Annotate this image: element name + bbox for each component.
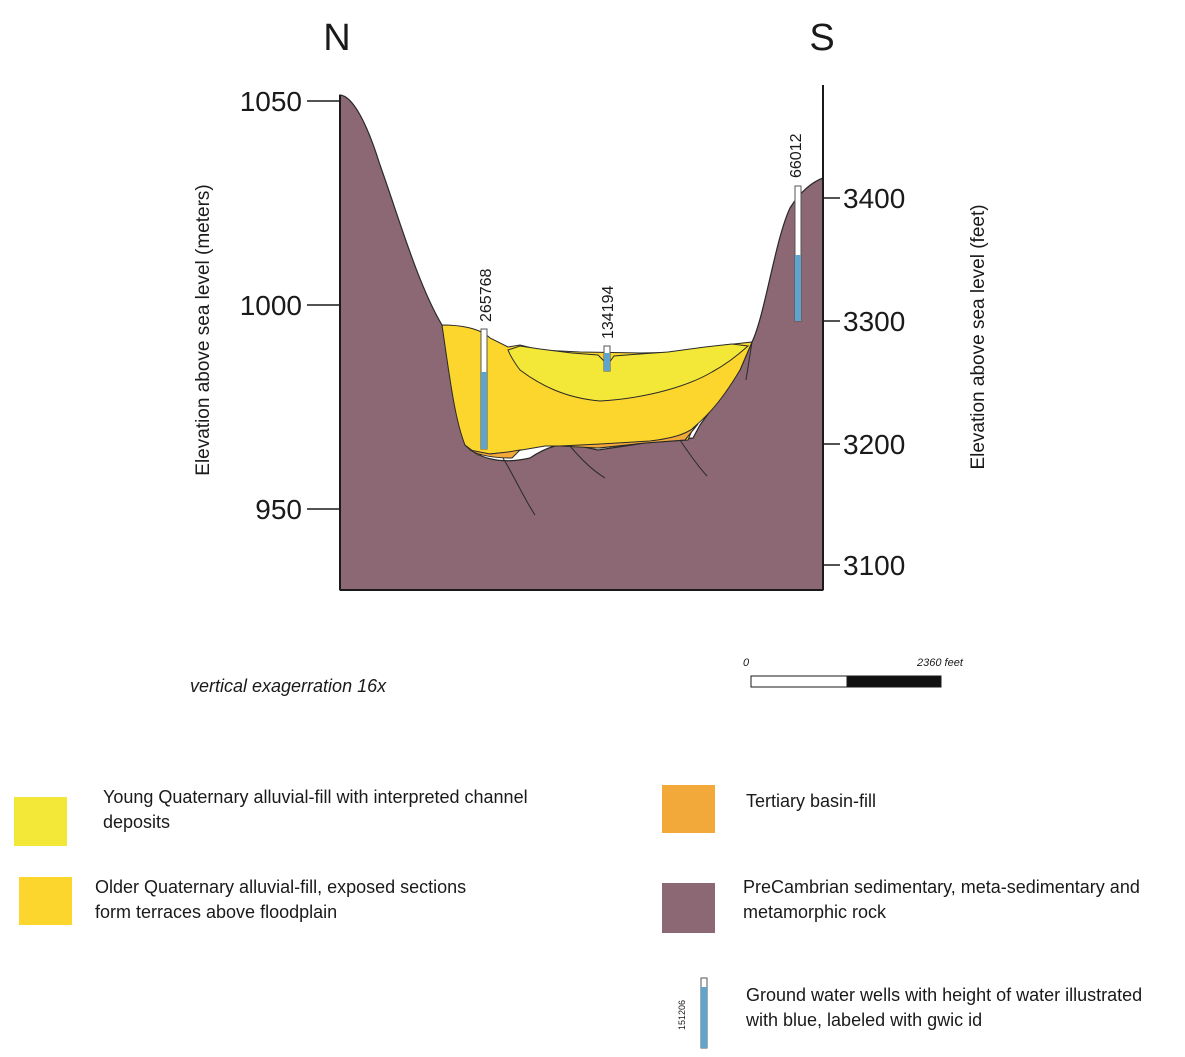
well-water <box>604 353 610 371</box>
right-tick-label-3200: 3200 <box>843 429 905 460</box>
legend-label-young-quaternary: Young Quaternary alluvial-fill with inte… <box>103 787 528 832</box>
north-label: N <box>323 17 350 59</box>
south-label: S <box>809 17 834 59</box>
fault-line-3 <box>679 439 708 477</box>
fault-line-4 <box>745 341 753 381</box>
well-water <box>795 255 801 321</box>
right-tick-label-3100: 3100 <box>843 550 905 581</box>
scale-bar: 0 2360 feet <box>743 657 964 688</box>
vertical-exaggeration-note: vertical exagerration 16x <box>190 676 387 696</box>
legend-label-older-quaternary: Older Quaternary alluvial-fill, exposed … <box>95 877 467 922</box>
scale-bar-end-label: 2360 feet <box>916 657 964 669</box>
well-134194: 134194 <box>600 286 617 372</box>
legend-label-tertiary: Tertiary basin-fill <box>746 791 877 811</box>
well-water <box>701 987 707 1048</box>
well-66012: 66012 <box>788 133 805 322</box>
scale-bar-white-segment <box>750 675 848 688</box>
well-label: 265768 <box>478 269 495 322</box>
right-tick-label-3400: 3400 <box>843 183 905 214</box>
left-tick-label-1050: 1050 <box>240 86 302 117</box>
well-label: 134194 <box>600 286 617 339</box>
scale-bar-start-label: 0 <box>743 657 750 669</box>
tertiary-fill-left <box>469 449 522 459</box>
left-tick-label-950: 950 <box>255 494 302 525</box>
fault-line-2 <box>569 445 606 479</box>
fault-line-1 <box>502 457 536 516</box>
well-265768: 265768 <box>478 269 495 450</box>
legend-swatch-older-quaternary <box>19 877 72 925</box>
well-label: 66012 <box>788 133 805 178</box>
left-axis-title: Elevation above sea level (meters) <box>193 184 214 475</box>
legend-swatch-precambrian <box>662 883 715 933</box>
legend-swatch-young-quaternary <box>14 797 67 846</box>
well-water <box>481 372 487 449</box>
legend-swatch-tertiary <box>662 785 715 833</box>
legend-swatch-well: 151206 <box>677 977 708 1049</box>
left-tick-label-1000: 1000 <box>240 290 302 321</box>
tertiary-fill-center <box>559 423 699 449</box>
precambrian-rock <box>339 94 824 591</box>
young-quaternary-fill <box>507 343 750 402</box>
right-tick-label-3300: 3300 <box>843 306 905 337</box>
legend-well-sample-label: 151206 <box>677 1000 687 1030</box>
legend-label-wells: Ground water wells with height of water … <box>746 985 1143 1030</box>
right-axis-title: Elevation above sea level (feet) <box>968 204 989 469</box>
legend-label-precambrian: PreCambrian sedimentary, meta-sedimentar… <box>743 877 1140 922</box>
scale-bar-black-segment <box>846 675 942 688</box>
